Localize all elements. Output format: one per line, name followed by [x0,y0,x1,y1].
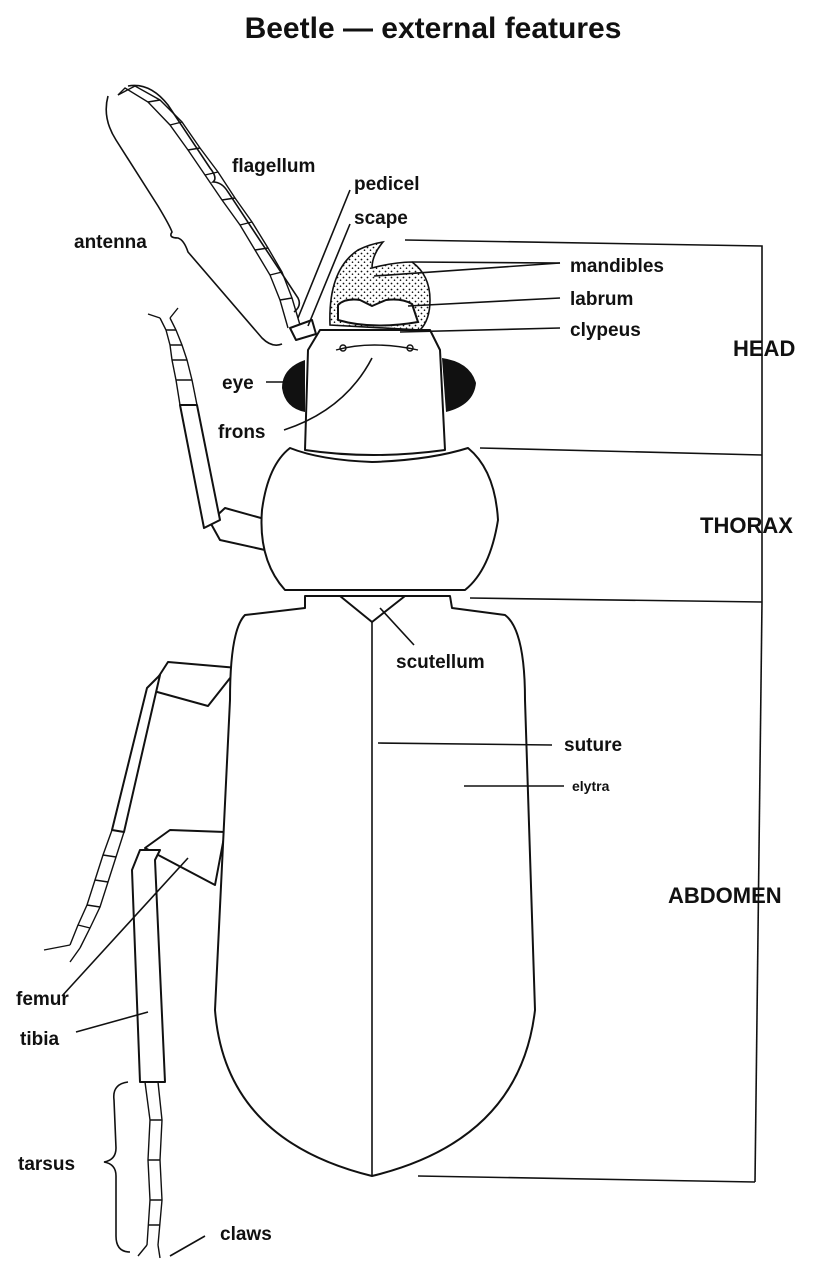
region-thorax: THORAX [700,513,793,538]
label-frons: frons [218,422,266,443]
label-flagellum: flagellum [232,156,315,177]
diagram-title: Beetle — external features [245,12,622,45]
label-labrum: labrum [570,289,633,310]
label-elytra: elytra [572,778,610,794]
label-femur: femur [16,989,69,1010]
label-antenna: antenna [74,232,147,253]
pronotum [260,447,499,591]
label-eye: eye [222,373,254,394]
region-brackets [404,239,763,1183]
label-tarsus: tarsus [18,1154,75,1175]
label-tibia: tibia [20,1029,59,1050]
eye-left-shape [282,360,305,412]
eye-right-shape [442,358,476,412]
beetle-body [214,240,536,1177]
label-pedicel: pedicel [354,174,419,195]
label-suture: suture [564,735,622,756]
label-mandibles: mandibles [570,256,664,277]
region-head: HEAD [733,336,795,361]
label-claws: claws [220,1224,272,1245]
label-scape: scape [354,208,408,229]
head-capsule [304,329,446,456]
label-scutellum: scutellum [396,652,485,673]
label-clypeus: clypeus [570,320,641,341]
labels: flagellum pedicel scape antenna mandible… [16,156,664,1245]
elytra-outline [214,595,536,1177]
scutellum-shape [339,595,406,623]
region-abdomen: ABDOMEN [668,883,782,908]
labrum-shape [337,298,419,327]
antenna [117,85,301,329]
leader-lines [61,84,564,1257]
region-labels: HEAD THORAX ABDOMEN [668,336,795,908]
